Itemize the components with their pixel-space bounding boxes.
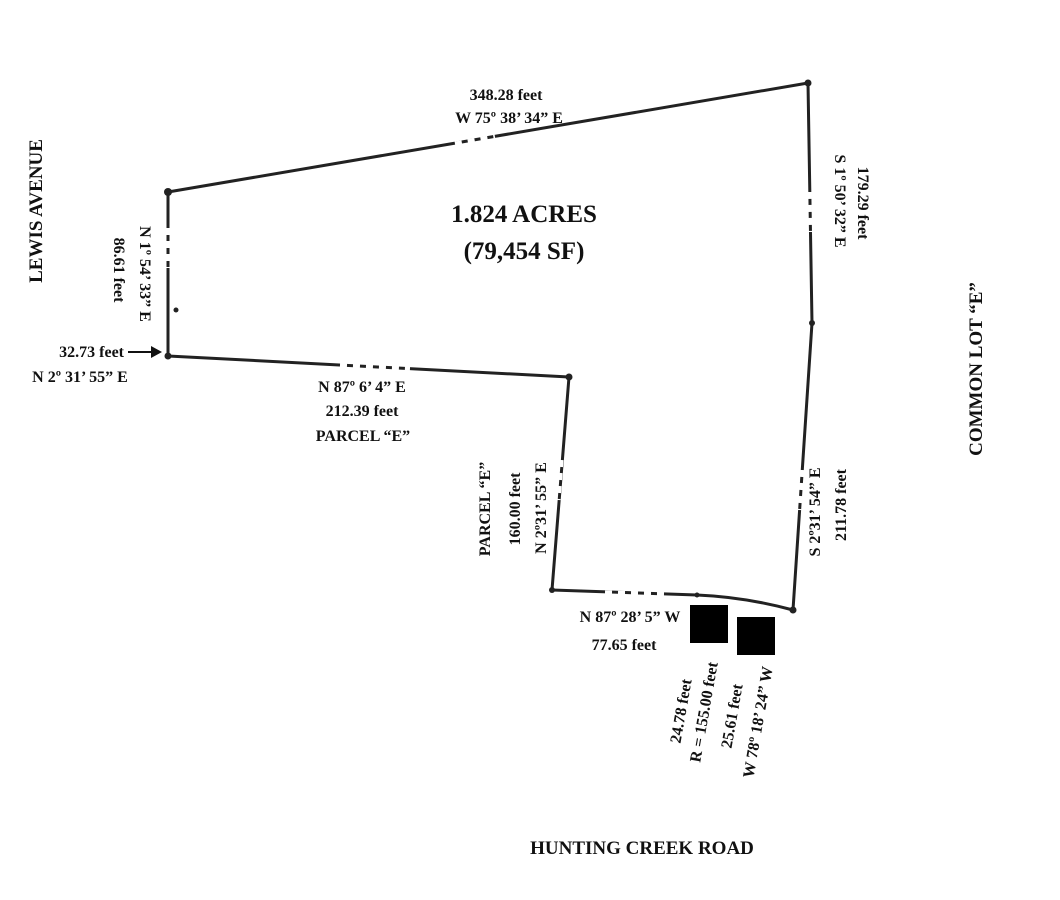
parcel-side-label: PARCEL “E” (477, 462, 494, 556)
area-acres: 1.824 ACRES (451, 201, 597, 228)
redaction-box-left (690, 605, 728, 643)
corner-southwest-inner (549, 587, 555, 593)
east-line-bearing: S 1º 50’ 32” E (831, 155, 848, 248)
parcel-side-bearing: N 2º31’ 55” E (533, 462, 550, 554)
east-lower-bearing: S 2º31’ 54” E (807, 468, 824, 557)
boundary-gaps (165, 134, 813, 597)
street-lewis-avenue: LEWIS AVENUE (26, 139, 47, 283)
south-line-length: 77.65 feet (592, 637, 658, 654)
east-lower-length: 211.78 feet (833, 468, 850, 541)
parcel-top-bearing: N 87º 6’ 4” E (318, 379, 406, 396)
area-square-feet: (79,454 SF) (464, 238, 585, 265)
west-short-bearing: N 2º 31’ 55” E (32, 369, 128, 386)
east-line-length: 179.29 feet (854, 167, 871, 241)
corner-parcel-e (565, 373, 573, 381)
corner-northeast (804, 79, 812, 87)
curve-chord-bearing: W 78º 18’ 24” W (740, 665, 776, 779)
corner-southeast (789, 606, 797, 614)
north-line-bearing: W 75º 38’ 34” E (455, 110, 563, 127)
west-short-length: 32.73 feet (59, 344, 125, 361)
parcel-top-length: 212.39 feet (326, 403, 400, 420)
north-line-length: 348.28 feet (470, 87, 544, 104)
parcel-side-length: 160.00 feet (507, 472, 524, 546)
west-line-bearing: N 1º 54’ 33” E (136, 226, 153, 322)
curve-chord-length: 25.61 feet (719, 682, 747, 749)
west-line-length: 86.61 feet (110, 238, 127, 304)
curve-radius: R = 155.00 feet (687, 660, 721, 764)
arrow-head-icon (151, 346, 162, 358)
street-hunting-creek-road: HUNTING CREEK ROAD (530, 838, 754, 859)
corner-east-angle (809, 320, 815, 326)
corner-west-angle (173, 307, 179, 313)
south-line-bearing: N 87º 28’ 5” W (580, 609, 681, 626)
corner-points (164, 79, 815, 614)
street-common-lot-e: COMMON LOT “E” (966, 282, 987, 456)
corner-northwest (164, 188, 172, 196)
corner-curve-point (694, 592, 700, 598)
redaction-box-right (737, 617, 775, 655)
parcel-top-label: PARCEL “E” (316, 428, 410, 445)
corner-southwest (164, 352, 172, 360)
